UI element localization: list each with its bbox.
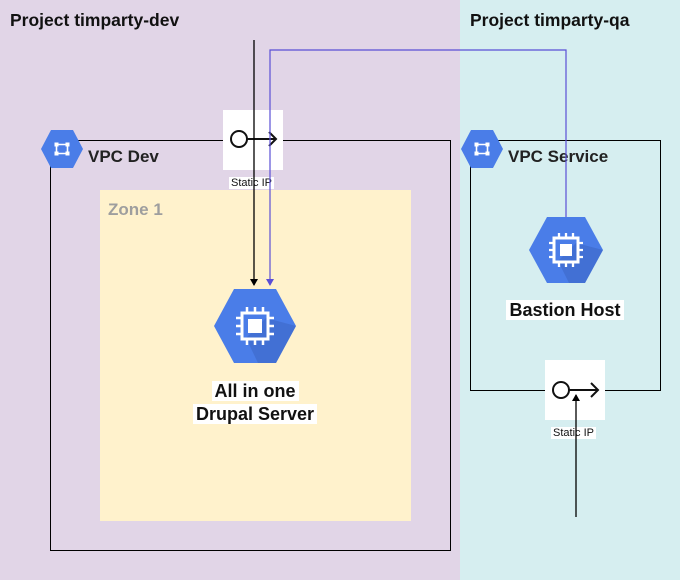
bastion-host-label-text: Bastion Host	[506, 300, 624, 320]
zone-label: Zone 1	[108, 200, 163, 219]
drupal-server-label: All in one Drupal Server	[180, 381, 330, 425]
vpc-network-icon	[461, 130, 503, 168]
compute-engine-icon	[529, 217, 603, 283]
static-ip-icon	[230, 130, 278, 148]
static-ip-service-label: Static IP	[551, 427, 596, 439]
drupal-server-label-line2: Drupal Server	[192, 404, 318, 424]
static-ip-dev	[223, 110, 283, 170]
drupal-server-label-line1: All in one	[211, 381, 299, 401]
vpc-network-icon	[41, 130, 83, 168]
project-dev-title: Project timparty-dev	[10, 10, 180, 30]
static-ip-icon	[552, 381, 600, 399]
project-qa-title: Project timparty-qa	[470, 10, 630, 30]
static-ip-service	[545, 360, 605, 420]
compute-engine-icon	[214, 289, 296, 363]
vpc-dev-label: VPC Dev	[88, 147, 159, 166]
static-ip-dev-label: Static IP	[229, 177, 274, 189]
bastion-host-label: Bastion Host	[495, 300, 635, 321]
vpc-service-label: VPC Service	[508, 147, 609, 166]
